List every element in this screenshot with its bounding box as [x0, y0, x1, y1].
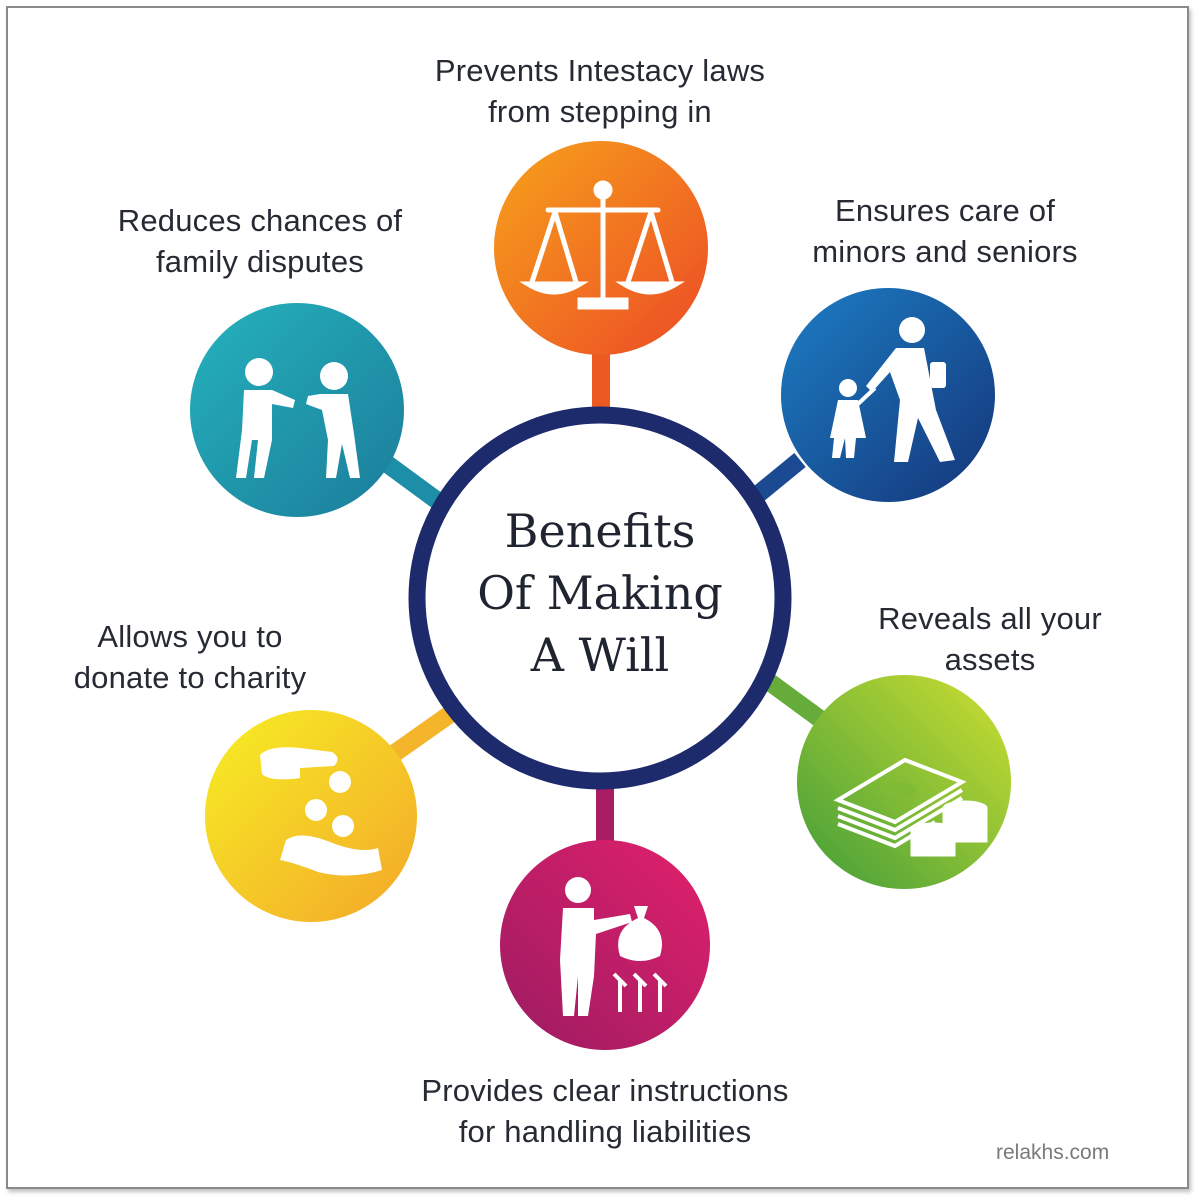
benefit-node-disputes [190, 303, 404, 517]
scales-of-justice-icon [519, 180, 685, 310]
benefit-node-care [781, 288, 995, 502]
benefit-node-intestacy [494, 141, 708, 355]
adult-walking-with-child-icon [830, 317, 955, 462]
benefit-circle-assets [797, 675, 1011, 889]
benefit-circle-liabilities [500, 840, 710, 1050]
benefit-node-assets [797, 675, 1011, 889]
money-stack-and-coins-icon [833, 757, 988, 857]
label-assets: Reveals all your assets [878, 601, 1102, 677]
two-people-arguing-icon [236, 358, 360, 478]
benefit-node-charity [205, 710, 417, 922]
label-intestacy: Prevents Intestacy laws from stepping in [434, 53, 766, 129]
label-charity: Allows you to donate to charity [73, 619, 307, 695]
center-title: Benefits Of Making A Will [477, 504, 723, 682]
benefit-circle-care [781, 288, 995, 502]
benefit-circle-disputes [190, 303, 404, 517]
benefit-node-liabilities [500, 840, 710, 1050]
label-disputes: Reduces chances of family disputes [117, 203, 403, 279]
hands-giving-coins-icon [260, 747, 382, 876]
person-giving-money-bag-icon [560, 877, 668, 1016]
label-care: Ensures care of minors and seniors [812, 193, 1078, 269]
center-circle [408, 406, 792, 790]
label-liabilities: Provides clear instructions for handling… [421, 1073, 789, 1149]
watermark: relakhs.com [996, 1141, 1110, 1164]
